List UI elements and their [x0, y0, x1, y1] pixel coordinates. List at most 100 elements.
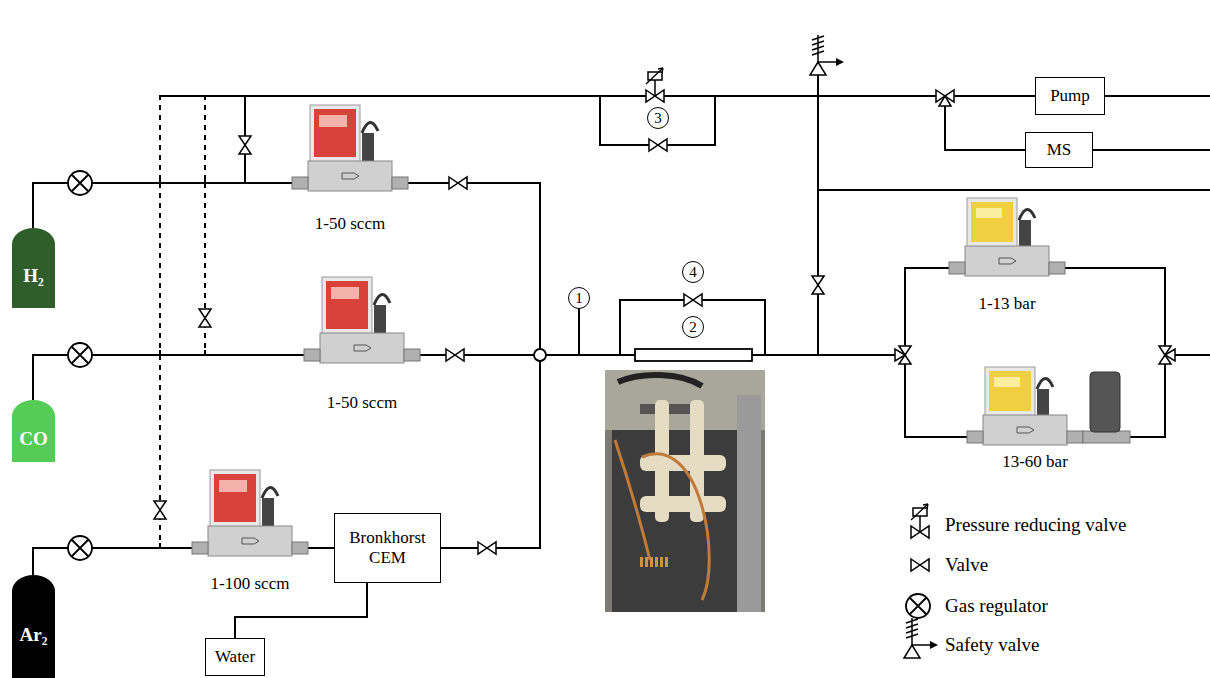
mass-flow-controller [292, 105, 408, 191]
dashed-line-gaps [160, 100, 205, 543]
relief-line [817, 75, 819, 355]
node-text: Water [215, 647, 255, 667]
gas-cylinder: H₂ [12, 228, 55, 308]
gas-regulator [68, 343, 92, 367]
pressure-reducing-valve [646, 68, 664, 102]
callout-number: 1 [568, 287, 590, 309]
pressure-range-label: 13-60 bar [1002, 452, 1068, 472]
node-text: MS [1047, 140, 1072, 160]
pressure-controller [967, 367, 1083, 445]
cylinder-body [12, 228, 55, 308]
mass-flow-controller [192, 470, 308, 556]
pipe-connector [33, 96, 1035, 575]
valve [239, 136, 251, 154]
h2-line [33, 183, 540, 349]
solenoid-valve [1090, 372, 1120, 432]
legend-text: Valve [945, 554, 988, 575]
node-text: Pump [1050, 86, 1090, 106]
pipe-connector [33, 96, 1025, 400]
flow-range-label: 1-50 sccm [315, 214, 385, 234]
node-text: H₂ [23, 265, 43, 287]
node-text: Ar₂ [20, 624, 48, 646]
gas-cylinder: Ar₂ [12, 575, 55, 678]
gas-regulator [68, 536, 92, 560]
ms-outlet [1093, 149, 1210, 151]
mass-flow-controller [304, 277, 420, 363]
legend-text: Pressure reducing valve [945, 514, 1127, 535]
controller-fitting [1083, 431, 1130, 443]
pipe-connector [33, 96, 1025, 575]
legend-safety-valve [904, 618, 938, 658]
pipe-connector [33, 96, 1035, 228]
cylinder-body [12, 575, 55, 678]
pipe-connector [33, 96, 1035, 400]
valve [812, 276, 824, 294]
legend-valve [911, 559, 929, 571]
valve [478, 542, 496, 554]
pipe-connector [33, 96, 1025, 228]
valve [199, 309, 211, 327]
junction [534, 349, 546, 361]
cylinder-outline [12, 400, 55, 462]
legend-text: Gas regulator [945, 595, 1048, 616]
ms-branch [945, 96, 1025, 150]
valve [154, 501, 166, 519]
legend-entry: Valve [945, 554, 988, 577]
reactor-tube [635, 349, 752, 361]
legend-gas-regulator [906, 594, 930, 618]
pump-box: Pump [1035, 77, 1105, 115]
photo-ground [605, 370, 765, 612]
cylinder-body [12, 400, 55, 462]
valve [684, 294, 702, 306]
evaporator-box: Bronkhorst CEM [334, 513, 441, 583]
gas-cylinder: CO [12, 400, 55, 462]
photo-pillar [737, 395, 761, 612]
node-text: CO [19, 428, 48, 450]
callout-number: 2 [682, 316, 704, 338]
pump-outlet [1105, 95, 1210, 97]
pipe-connector [235, 583, 367, 638]
photo-coil [640, 557, 670, 567]
spectrometer-box: MS [1025, 132, 1093, 168]
photo-hose [618, 375, 702, 386]
reactor-photo [605, 370, 765, 612]
water-box: Water [205, 638, 265, 676]
legend-pressure-reducing-valve [911, 504, 929, 538]
valve [446, 349, 464, 361]
reactor-outlet [752, 354, 905, 356]
photo-wire [615, 440, 709, 600]
safety-valve [810, 35, 844, 75]
reactor-bypass [620, 300, 765, 355]
legend-entry: Safety valve [945, 634, 1039, 657]
cylinder-outline [12, 575, 55, 678]
photo-machine [612, 430, 752, 612]
flow-range-label: 1-100 sccm [211, 574, 290, 594]
valve [449, 177, 467, 189]
legend-text: Safety valve [945, 634, 1039, 655]
valve [649, 139, 667, 151]
three-way-valve [895, 346, 911, 364]
pressure-controller [949, 198, 1065, 276]
cem-outlet-line [440, 361, 540, 548]
flow-range-label: 1-50 sccm [327, 393, 397, 413]
bypass-line [600, 96, 715, 145]
callout-number: 3 [647, 107, 669, 129]
legend-entry: Gas regulator [945, 595, 1048, 618]
node-text: Bronkhorst CEM [341, 528, 434, 567]
pressure-range-label: 1-13 bar [978, 294, 1035, 314]
three-way-valve [936, 90, 954, 106]
three-way-valve [1159, 346, 1175, 364]
callout-number: 4 [682, 261, 704, 283]
leader-line [578, 309, 580, 355]
legend-entry: Pressure reducing valve [945, 514, 1127, 537]
cylinder-outline [12, 228, 55, 308]
gas-regulator [68, 171, 92, 195]
exhaust-line [818, 189, 1210, 191]
photo-holder [640, 496, 726, 512]
